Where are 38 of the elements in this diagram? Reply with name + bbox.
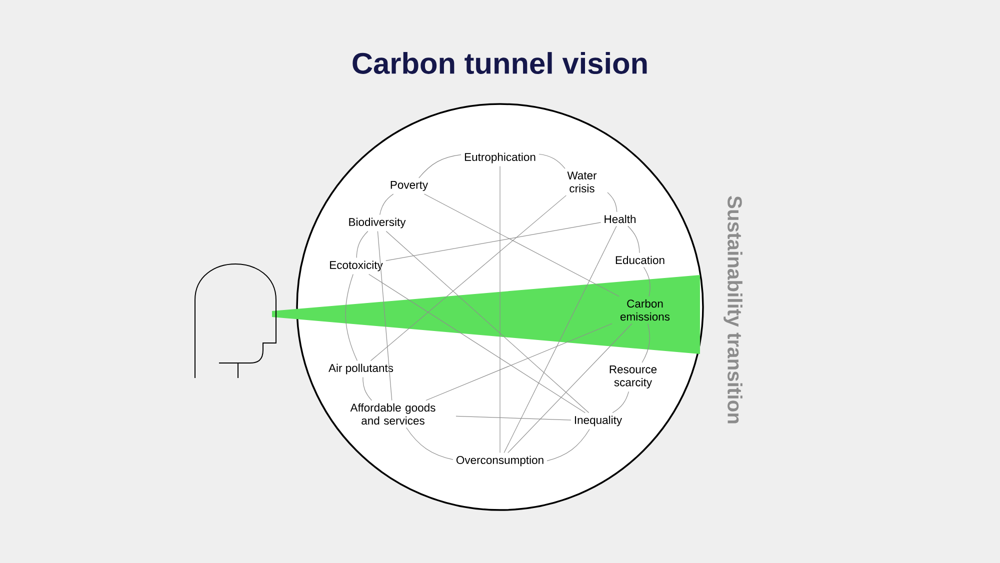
- connector-line: [504, 226, 617, 454]
- topic-label: Ecotoxicity: [330, 260, 383, 272]
- ring-arc: [642, 323, 650, 363]
- ring-arc: [538, 154, 566, 169]
- connector-line: [368, 274, 586, 414]
- connector-line: [386, 230, 590, 414]
- ring-arc: [546, 428, 590, 462]
- topic-label: Air pollutants: [328, 364, 394, 374]
- ring-arc: [612, 391, 629, 414]
- connector-line: [456, 416, 572, 420]
- ring-arc: [362, 376, 372, 401]
- topic-label: Overconsumption: [456, 456, 544, 466]
- side-label: Sustainability transition: [724, 196, 742, 424]
- topic-label: Education: [616, 256, 664, 264]
- topic-label: Biodiversity: [349, 218, 406, 228]
- topic-label: Carbon emissions: [620, 299, 670, 321]
- ring-arc: [406, 427, 454, 460]
- connector-line: [508, 323, 632, 454]
- topic-label: Health: [604, 214, 636, 224]
- ring-arc: [643, 266, 650, 297]
- topic-label: Inequality: [574, 416, 622, 426]
- connector-line: [426, 323, 612, 401]
- connector-line: [424, 194, 620, 297]
- topic-label: Water crisis: [567, 172, 597, 192]
- topic-label: Resource scarcity: [610, 365, 657, 389]
- ring-arc: [418, 154, 462, 178]
- topic-label: Eutrophication: [464, 152, 536, 164]
- topic-label: Poverty: [390, 180, 428, 192]
- ring-arc: [628, 226, 640, 254]
- ring-arc: [345, 274, 358, 362]
- title: Carbon tunnel vision: [352, 52, 647, 74]
- connector-line: [370, 195, 566, 362]
- ring-arc: [356, 230, 368, 258]
- ring-arc: [607, 192, 618, 212]
- connector-line: [386, 222, 602, 261]
- connector-line: [377, 230, 392, 401]
- topic-label: Affordable goods and services: [350, 403, 436, 425]
- ring-arc: [380, 194, 394, 216]
